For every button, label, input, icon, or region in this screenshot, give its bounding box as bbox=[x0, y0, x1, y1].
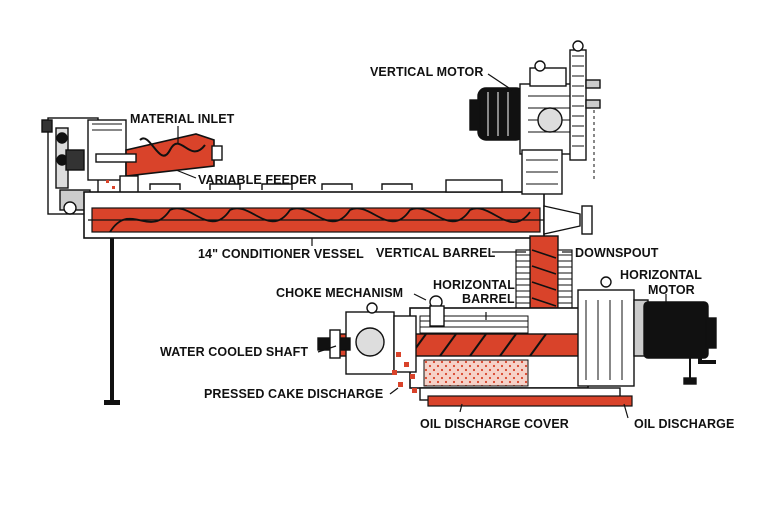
conditioner-vessel bbox=[83, 179, 593, 239]
horizontal-motor bbox=[577, 276, 717, 387]
label-variable-feeder: VARIABLE FEEDER bbox=[198, 173, 317, 187]
support-foot bbox=[104, 400, 120, 405]
horizontal-barrel bbox=[339, 307, 633, 407]
label-vertical-motor: VERTICAL MOTOR bbox=[370, 65, 483, 79]
label-conditioner-vessel: 14" CONDITIONER VESSEL bbox=[198, 247, 364, 261]
label-horizontal-barrel-line1: HORIZONTAL bbox=[433, 278, 515, 292]
label-water-cooled-shaft: WATER COOLED SHAFT bbox=[160, 345, 308, 359]
label-downspout: DOWNSPOUT bbox=[575, 246, 659, 260]
label-oil-discharge-cover: OIL DISCHARGE COVER bbox=[420, 417, 569, 431]
label-horizontal-motor-line1: HORIZONTAL bbox=[620, 268, 702, 282]
leader-lines bbox=[175, 73, 667, 419]
pressed-cake bbox=[392, 352, 417, 393]
label-pressed-cake-discharge: PRESSED CAKE DISCHARGE bbox=[204, 387, 383, 401]
label-horizontal-barrel-line2: BARREL bbox=[462, 292, 515, 306]
label-horizontal-motor-line2: MOTOR bbox=[648, 283, 695, 297]
label-vertical-barrel: VERTICAL BARREL bbox=[376, 246, 496, 260]
label-choke-mechanism: CHOKE MECHANISM bbox=[276, 286, 403, 300]
water-cooled-shaft bbox=[317, 329, 351, 359]
feeder-drive-housing bbox=[41, 117, 127, 215]
label-oil-discharge: OIL DISCHARGE bbox=[634, 417, 734, 431]
vertical-motor bbox=[469, 40, 601, 180]
label-material-inlet: MATERIAL INLET bbox=[130, 112, 235, 126]
